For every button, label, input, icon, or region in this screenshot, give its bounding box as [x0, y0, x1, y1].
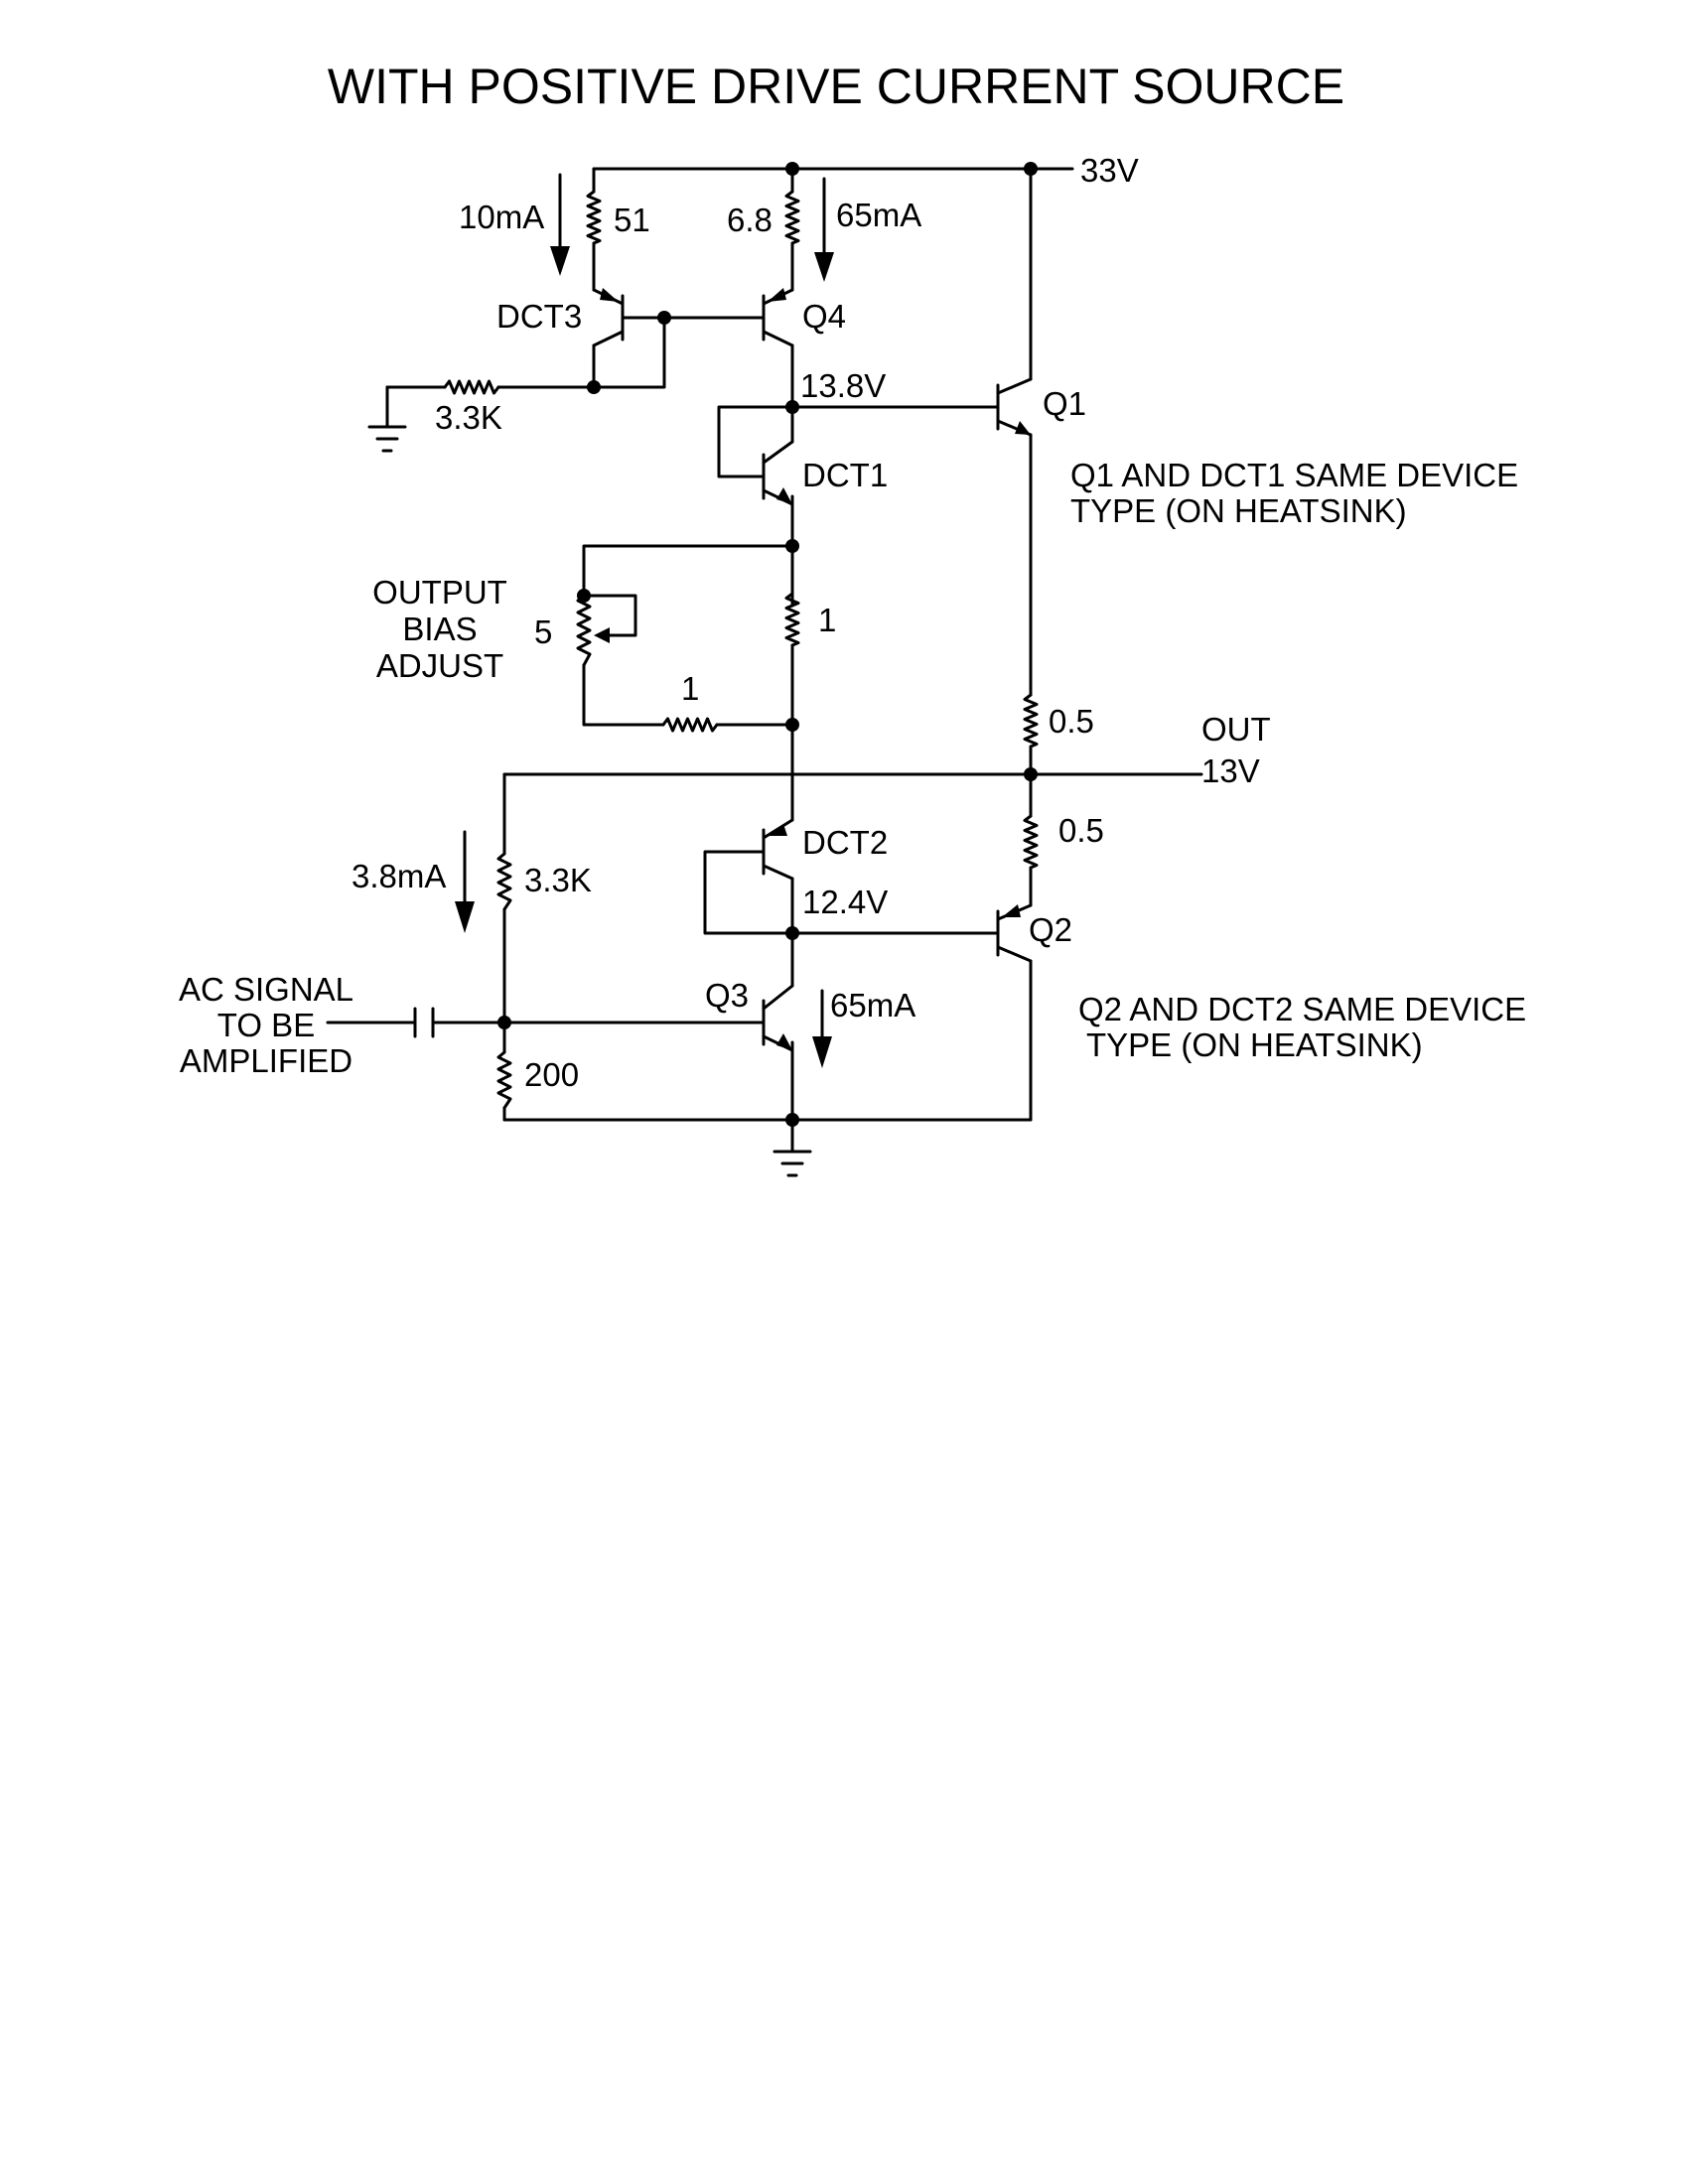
resistor-51	[586, 190, 602, 245]
resistor-label-1-series: 1	[818, 602, 836, 638]
resistor-1-parallel	[661, 717, 719, 733]
resistor-1-series	[784, 592, 800, 647]
ground-symbol-bottom	[773, 1150, 812, 1177]
ground-symbol-left	[367, 425, 407, 453]
transistor-q2	[996, 903, 1033, 963]
input-capacitor	[413, 1007, 435, 1038]
resistor-3-3k-divider	[496, 852, 512, 911]
transistor-q1	[996, 377, 1033, 437]
transistor-label-q2: Q2	[1029, 911, 1072, 948]
resistor-label-3-3k-divider: 3.3K	[524, 862, 592, 898]
transistor-label-dct2: DCT2	[802, 824, 888, 861]
resistor-label-3-3k-base: 3.3K	[435, 399, 502, 436]
resistor-label-1-parallel: 1	[681, 670, 699, 707]
current-label-q3: 65mA	[830, 987, 915, 1024]
potentiometer-5	[576, 594, 592, 667]
input-label-line1: AC SIGNAL	[179, 971, 353, 1008]
resistor-label-0-5-lower: 0.5	[1058, 812, 1104, 849]
input-label-line2: TO BE	[217, 1007, 315, 1043]
transistor-label-dct1: DCT1	[802, 457, 888, 493]
resistor-0-5-upper	[1023, 693, 1039, 749]
bias-label-line2: BIAS	[402, 611, 477, 647]
current-arrow-65ma-top	[814, 177, 834, 282]
supply-voltage-label: 33V	[1080, 152, 1139, 189]
resistor-label-51: 51	[614, 202, 650, 238]
transistor-label-q1: Q1	[1043, 385, 1086, 422]
transistor-q3	[762, 984, 794, 1052]
pot-wiper	[582, 594, 637, 643]
transistor-dct2	[762, 818, 794, 881]
resistor-200	[496, 1050, 512, 1110]
node-voltage-upper: 13.8V	[800, 367, 886, 404]
resistor-label-200: 200	[524, 1056, 579, 1093]
node-voltage-lower: 12.4V	[802, 884, 888, 920]
note-q1-line2: TYPE (ON HEATSINK)	[1070, 492, 1407, 529]
output-voltage-label: 13V	[1201, 752, 1260, 789]
transistor-label-dct3: DCT3	[496, 298, 582, 335]
current-label-divider: 3.8mA	[352, 858, 446, 894]
current-arrow-10ma	[550, 173, 570, 276]
transistor-dct1	[762, 440, 794, 506]
junction-dots	[497, 162, 1038, 1127]
resistor-0-5-lower	[1023, 814, 1039, 870]
current-arrow-3-8ma	[455, 830, 475, 933]
current-arrow-65ma-bottom	[812, 989, 832, 1068]
resistor-6-8	[784, 190, 800, 245]
bias-label-line1: OUTPUT	[372, 574, 507, 611]
resistor-3-3k-base	[443, 379, 500, 395]
pot-label-5: 5	[534, 614, 552, 650]
note-q2-line1: Q2 AND DCT2 SAME DEVICE	[1078, 991, 1526, 1027]
transistor-label-q3: Q3	[705, 977, 749, 1014]
resistors	[443, 190, 1039, 1110]
transistor-label-q4: Q4	[802, 298, 846, 335]
resistor-label-6-8: 6.8	[727, 202, 773, 238]
bias-label-line3: ADJUST	[376, 647, 503, 684]
diagram-title: WITH POSITIVE DRIVE CURRENT SOURCE	[328, 59, 1344, 114]
resistor-label-0-5-upper: 0.5	[1049, 703, 1094, 740]
output-label: OUT	[1201, 711, 1271, 748]
current-label-q4: 65mA	[836, 197, 921, 233]
note-q2-line2: TYPE (ON HEATSINK)	[1086, 1026, 1423, 1063]
current-label-dct3: 10mA	[459, 199, 544, 235]
note-q1-line1: Q1 AND DCT1 SAME DEVICE	[1070, 457, 1518, 493]
transistor-q4	[762, 288, 794, 347]
input-label-line3: AMPLIFIED	[180, 1042, 352, 1079]
transistor-dct3	[592, 288, 625, 347]
wires	[326, 167, 1203, 1154]
